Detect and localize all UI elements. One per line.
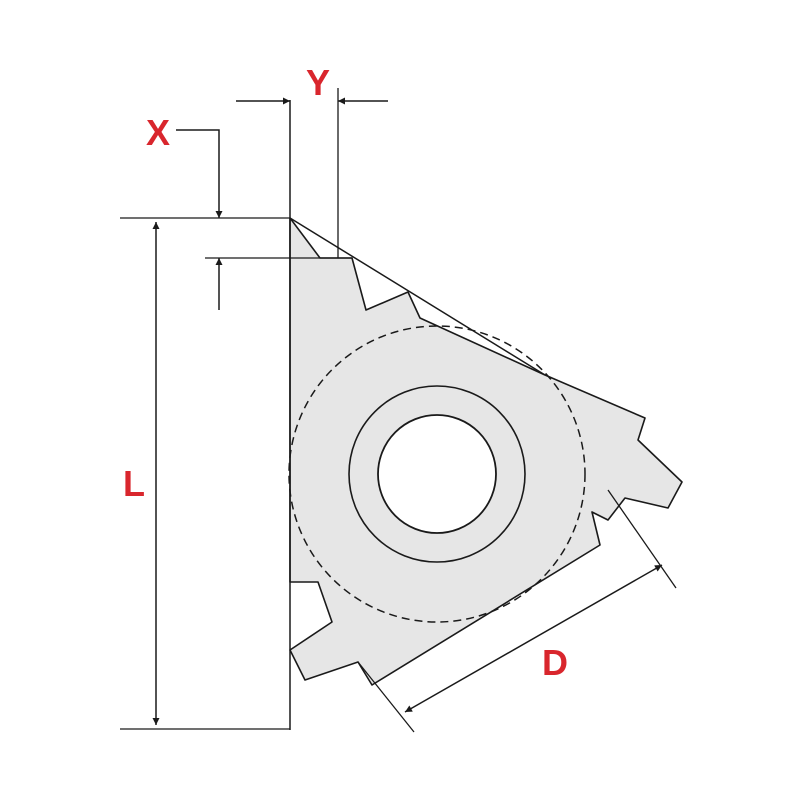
tip-edge-top [289,217,546,376]
d-extension-upper [607,489,677,589]
counterbore-ring [348,385,526,563]
label-l: L [123,463,145,504]
d-dimension-line [404,564,663,713]
d-extension-lower [357,661,415,733]
label-x: X [146,112,170,153]
center-hole [377,414,497,534]
label-y: Y [306,62,330,103]
inscribed-circle [288,325,586,623]
label-d: D [542,642,568,683]
x-leader [176,129,223,218]
